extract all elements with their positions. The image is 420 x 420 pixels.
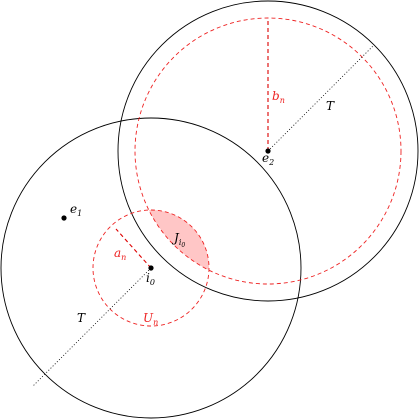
circle-t-lower bbox=[0, 117, 302, 419]
label-u-n: Un bbox=[143, 311, 158, 327]
label-j-i0: Ji0 bbox=[171, 231, 185, 249]
label-a-n: an bbox=[114, 246, 126, 262]
label-b-n: bn bbox=[272, 89, 285, 105]
dotted-radius-lower bbox=[32, 267, 152, 387]
radius-a-n bbox=[115, 228, 152, 269]
label-t-lower: T bbox=[77, 311, 86, 325]
dotted-radius-upper bbox=[267, 44, 375, 152]
point-e1 bbox=[61, 215, 67, 221]
point-i0 bbox=[148, 265, 154, 271]
point-e2 bbox=[265, 148, 271, 154]
label-t-upper: T bbox=[326, 99, 335, 113]
dashed-circle-u-n bbox=[92, 209, 210, 327]
circle-t-upper bbox=[117, 0, 419, 302]
label-e1: e1 bbox=[70, 202, 82, 218]
label-e2: e2 bbox=[262, 151, 274, 167]
dashed-circle-upper bbox=[134, 17, 402, 285]
label-i0: i0 bbox=[146, 271, 155, 287]
